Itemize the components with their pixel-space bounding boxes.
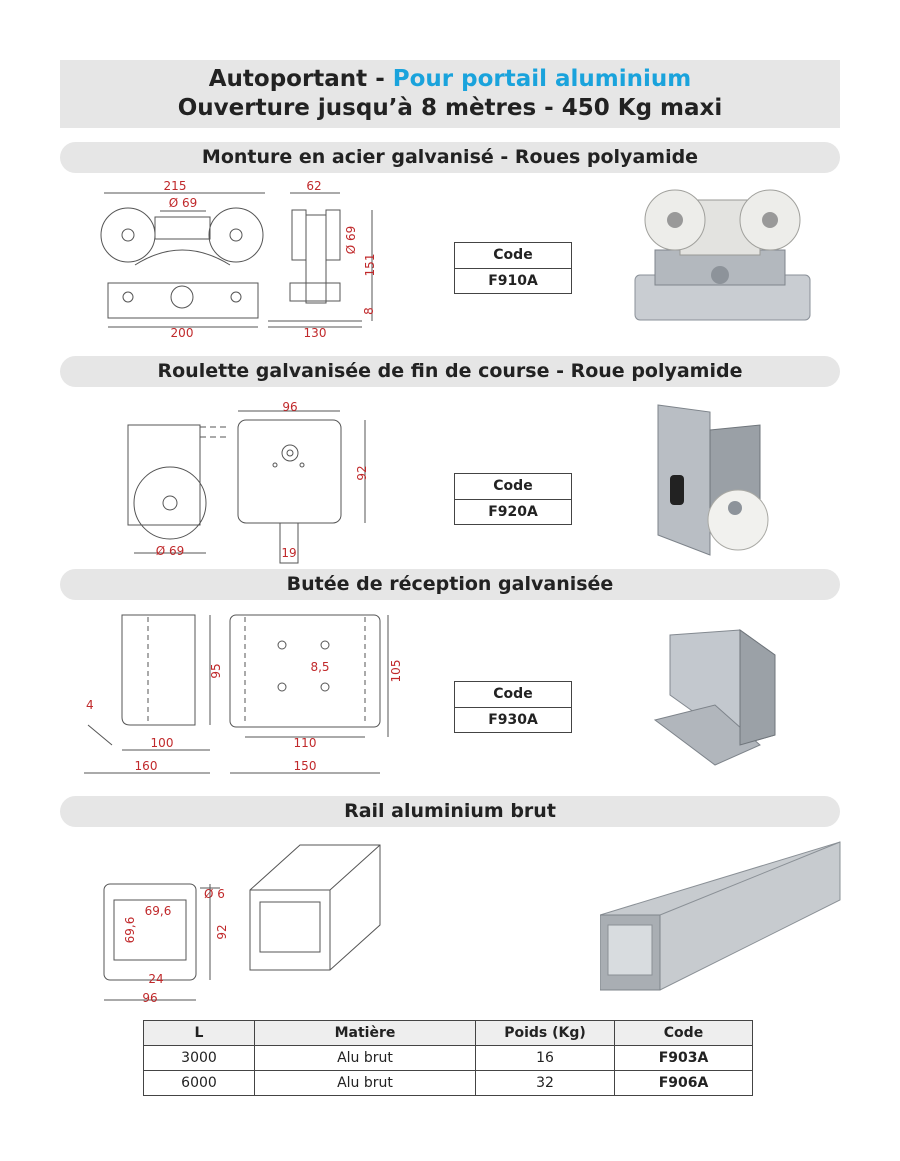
- code-box-f920a: Code F920A: [454, 473, 572, 525]
- dim-4: 4: [86, 698, 94, 712]
- dim-69-6a: 69,6: [145, 904, 172, 918]
- dim-96: 96: [142, 991, 157, 1005]
- dim-69a: Ø 69: [169, 196, 198, 210]
- dim-200: 200: [171, 326, 194, 340]
- photo-roulette: [657, 404, 769, 556]
- cell-matiere: Alu brut: [254, 1070, 476, 1096]
- header-line-2: Ouverture jusqu’à 8 mètres - 450 Kg maxi: [177, 95, 723, 121]
- dim-96: 96: [282, 400, 297, 414]
- dim-215: 215: [164, 179, 187, 193]
- rail-table: L Matière Poids (Kg) Code 3000 Alu brut …: [143, 1020, 753, 1096]
- dim-69: Ø 69: [156, 544, 185, 558]
- dim-62: 62: [306, 179, 321, 193]
- cell-poids: 32: [475, 1070, 615, 1096]
- drawing-rail: Ø 6 69,6 69,6 92 24 96: [103, 844, 381, 1005]
- dim-130: 130: [304, 326, 327, 340]
- section-title-roulette: Roulette galvanisée de fin de course - R…: [60, 356, 840, 387]
- code-box-f910a: Code F910A: [454, 242, 572, 294]
- dim-24: 24: [148, 972, 163, 986]
- table-row: 6000 Alu brut 32 F906A: [143, 1070, 753, 1096]
- section-title-butee: Butée de réception galvanisée: [60, 569, 840, 600]
- dim-110: 110: [294, 736, 317, 750]
- dim-151: 151: [363, 254, 377, 277]
- code-value: F930A: [488, 712, 538, 728]
- photo-monture: [634, 189, 811, 321]
- col-header-l: L: [143, 1020, 255, 1046]
- cell-code: F906A: [614, 1070, 753, 1096]
- dim-92: 92: [355, 465, 369, 480]
- col-header-poids: Poids (Kg): [475, 1020, 615, 1046]
- drawing-monture: 215 Ø 69 200 62 130 Ø 69 151 8: [100, 179, 377, 340]
- code-header: Code: [455, 474, 571, 500]
- section-title-rail: Rail aluminium brut: [60, 796, 840, 827]
- header-accent: Pour portail aluminium: [392, 66, 692, 92]
- dim-100: 100: [151, 736, 174, 750]
- dim-160: 160: [135, 759, 158, 773]
- dim-105: 105: [389, 660, 403, 683]
- table-row: 3000 Alu brut 16 F903A: [143, 1045, 753, 1071]
- code-value: F920A: [488, 504, 538, 520]
- cell-code: F903A: [614, 1045, 753, 1071]
- photo-butee: [653, 629, 776, 766]
- dim-19: 19: [281, 546, 296, 560]
- table-header-row: L Matière Poids (Kg) Code: [143, 1020, 753, 1046]
- code-box-f930a: Code F930A: [454, 681, 572, 733]
- dim-8: 8: [362, 307, 376, 315]
- section-title-monture: Monture en acier galvanisé - Roues polya…: [60, 142, 840, 173]
- drawing-butee: 95 4 100 160 8,5 110 150 105: [84, 614, 403, 774]
- photo-rail: [600, 841, 841, 991]
- drawing-roulette: Ø 69 96 19 92: [127, 400, 369, 564]
- dim-69b: Ø 69: [344, 226, 358, 255]
- cell-matiere: Alu brut: [254, 1045, 476, 1071]
- dim-69-6b: 69,6: [123, 917, 137, 944]
- cell-l: 6000: [143, 1070, 255, 1096]
- cell-poids: 16: [475, 1045, 615, 1071]
- dim-150: 150: [294, 759, 317, 773]
- dim-95: 95: [209, 663, 223, 678]
- header-line-1: Autoportant - Pour portail aluminium: [208, 66, 692, 92]
- page-header: Autoportant - Pour portail aluminium Ouv…: [60, 60, 840, 128]
- dim-92: 92: [215, 924, 229, 939]
- code-header: Code: [455, 243, 571, 269]
- col-header-code: Code: [614, 1020, 753, 1046]
- dim-d6: Ø 6: [204, 887, 225, 901]
- cell-l: 3000: [143, 1045, 255, 1071]
- col-header-matiere: Matière: [254, 1020, 476, 1046]
- dim-8-5: 8,5: [310, 660, 329, 674]
- code-header: Code: [455, 682, 571, 708]
- code-value: F910A: [488, 273, 538, 289]
